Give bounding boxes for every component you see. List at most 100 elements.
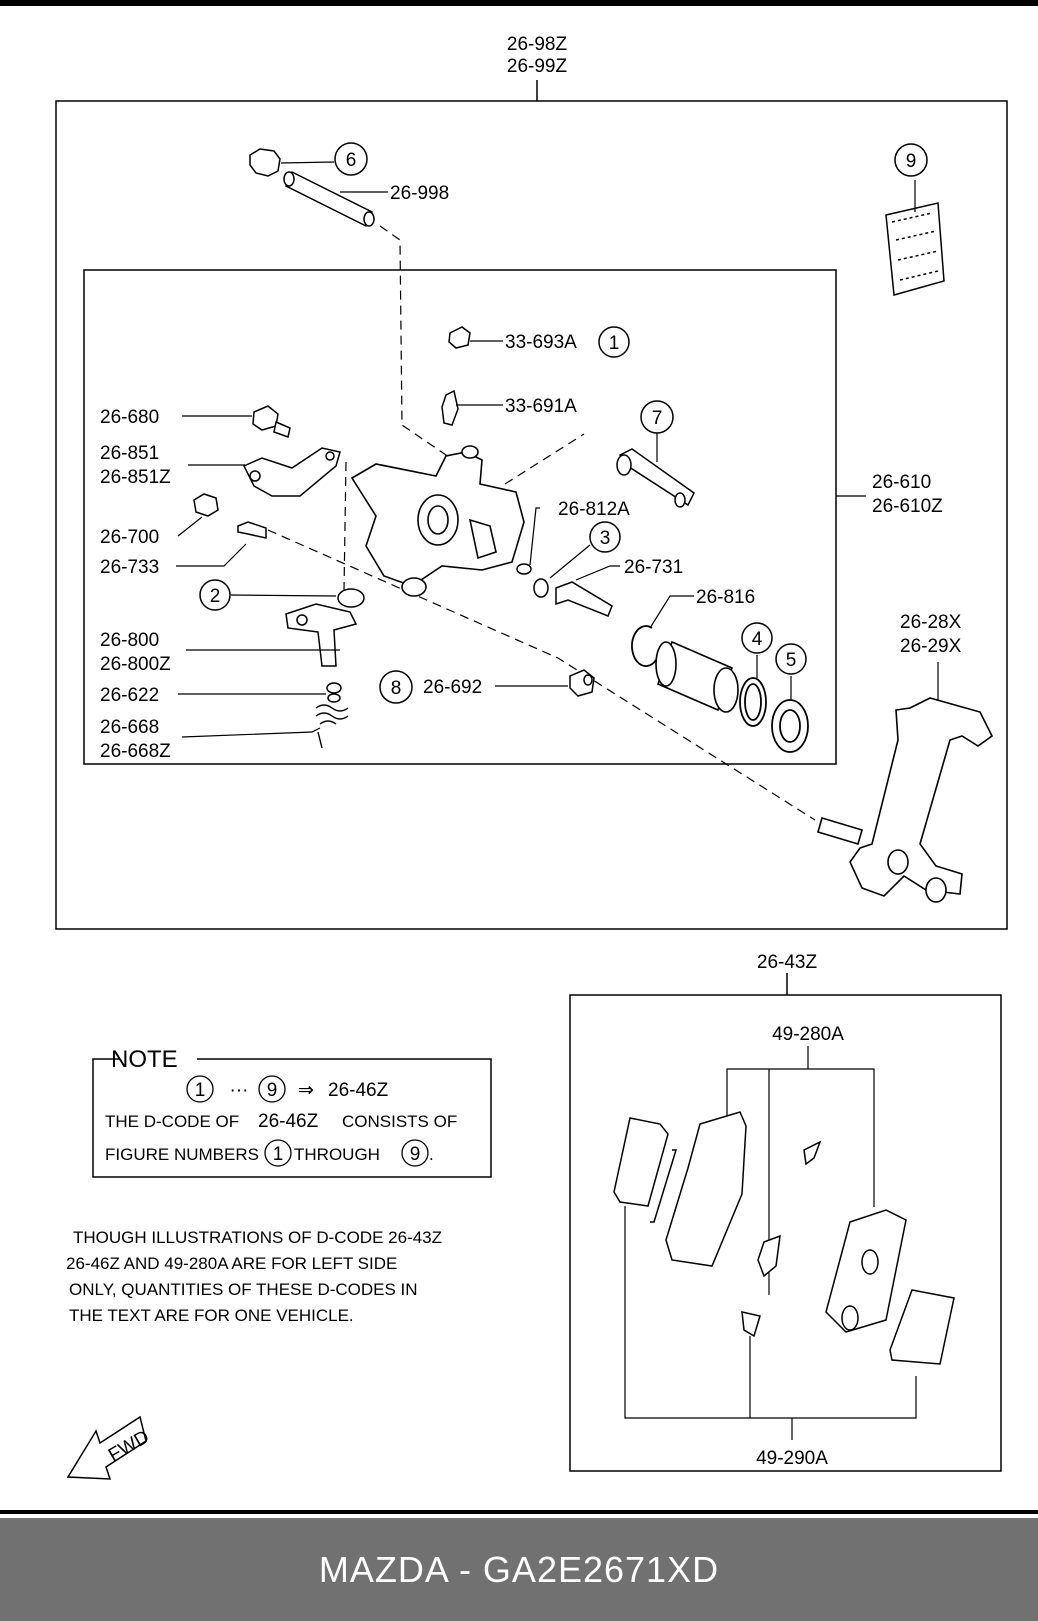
nut-26-700-part: [193, 493, 219, 517]
remark-line-2: 26-46Z AND 49-280A ARE FOR LEFT SIDE: [66, 1254, 397, 1273]
label-26-851z: 26-851Z: [100, 467, 171, 488]
label-26-29x: 26-29X: [900, 636, 962, 657]
note-target: 26-46Z: [328, 1080, 389, 1101]
bleeder-screw-part: [441, 389, 459, 426]
assembly-dash-lines: [267, 225, 816, 821]
callout-2: 2: [199, 579, 231, 611]
label-26-622: 26-622: [100, 685, 159, 706]
clip-upper: [757, 1234, 781, 1278]
spring-26-668-part: [315, 704, 349, 749]
piston-part: [655, 640, 739, 713]
svg-text:7: 7: [652, 408, 663, 429]
label-26-680: 26-680: [100, 407, 159, 428]
label-26-733: 26-733: [100, 557, 159, 578]
assembly-box: [55, 100, 1008, 930]
slide-pin-lower: [616, 448, 695, 508]
note-line1-b: CONSISTS OF: [342, 1112, 457, 1131]
slide-pin-upper: [249, 148, 375, 228]
label-26-816: 26-816: [696, 587, 755, 608]
remark-line-3: ONLY, QUANTITIES OF THESE D-CODES IN: [69, 1280, 418, 1299]
label-26-99z: 26-99Z: [507, 56, 568, 77]
svg-text:8: 8: [391, 678, 402, 699]
footer-bar: MAZDA - GA2E2671XD: [0, 1518, 1038, 1621]
label-26-700: 26-700: [100, 527, 159, 548]
note-box: NOTE 1 ··· 9 ⇒ 26-46Z THE D-CODE OF 26-4…: [92, 1046, 492, 1178]
callout-9: 9: [894, 143, 928, 177]
boot-26-812a-part: [516, 563, 532, 575]
label-26-800: 26-800: [100, 630, 159, 651]
label-26-731: 26-731: [624, 557, 683, 578]
svg-text:2: 2: [210, 586, 221, 607]
label-26-668: 26-668: [100, 717, 159, 738]
bottom-rule: [0, 1510, 1038, 1514]
label-26-28x: 26-28X: [900, 612, 962, 633]
clip-top: [803, 1140, 822, 1166]
note-range-end: 9: [267, 1080, 278, 1101]
pad-kit-box: [569, 994, 1002, 1472]
remark-line-1: THOUGH ILLUSTRATIONS OF D-CODE 26-43Z: [73, 1228, 442, 1247]
label-26-812a: 26-812A: [558, 499, 630, 520]
leader-49-290a: [624, 1206, 917, 1440]
label-26-998: 26-998: [390, 183, 449, 204]
label-49-280a: 49-280A: [772, 1024, 844, 1045]
pad-set-drawing: [613, 1111, 955, 1365]
seal-part-4: [739, 677, 767, 727]
note-arrow: ⇒: [298, 1080, 314, 1101]
footer-part-number: MAZDA - GA2E2671XD: [318, 1548, 720, 1590]
callout-circles: 1 2 3 4 5 6 7 8 9: [199, 142, 928, 704]
note-line2-end: .: [429, 1145, 434, 1164]
clip-lower: [741, 1311, 761, 1338]
label-33-691a: 33-691A: [505, 396, 577, 417]
callout-8: 8: [379, 670, 413, 704]
bolt-26-680-part: [252, 405, 291, 438]
remark-line-4: THE TEXT ARE FOR ONE VEHICLE.: [69, 1306, 354, 1325]
bushing-26-692-part: [569, 669, 595, 697]
label-26-43z: 26-43Z: [757, 952, 818, 973]
label-49-290a: 49-290A: [756, 1448, 828, 1469]
outer-shim-right: [889, 1289, 955, 1365]
adjuster-26-731-part: [555, 581, 613, 617]
top-rule: [0, 0, 1038, 6]
callout-1: 1: [598, 326, 630, 358]
label-26-851: 26-851: [100, 443, 159, 464]
note-ellipsis: ···: [230, 1080, 249, 1101]
dust-seal-part-2: [337, 588, 365, 608]
caliper-bracket-part: [817, 697, 994, 903]
label-26-610: 26-610: [872, 472, 931, 493]
callout-3: 3: [589, 521, 621, 553]
callout-7: 7: [640, 400, 674, 434]
callout-5: 5: [775, 643, 807, 675]
label-26-610z: 26-610Z: [872, 496, 943, 517]
seal-26-622-part: [326, 682, 342, 703]
callout-6: 6: [334, 142, 368, 176]
note-title: NOTE: [111, 1046, 178, 1073]
note-line2-to: 9: [410, 1144, 421, 1165]
svg-text:1: 1: [609, 333, 620, 354]
caliper-body: [350, 445, 525, 597]
note-range-start: 1: [195, 1080, 206, 1101]
label-26-98z: 26-98Z: [507, 34, 568, 55]
bolt-26-733-part: [237, 521, 267, 539]
pad-left: [665, 1111, 747, 1267]
caliper-box: [83, 269, 837, 765]
note-line1-code: 26-46Z: [258, 1111, 319, 1132]
outer-shim-left: [613, 1117, 669, 1207]
note-line2-from: 1: [273, 1144, 284, 1165]
ring-part-3: [533, 578, 549, 598]
snap-ring-26-816-part: [631, 625, 657, 667]
svg-text:3: 3: [600, 528, 611, 549]
lever-26-800-part: [285, 603, 358, 667]
label-26-668z: 26-668Z: [100, 741, 171, 762]
pad-shim-part: [885, 202, 945, 296]
svg-text:6: 6: [346, 150, 357, 171]
remark-text: THOUGH ILLUSTRATIONS OF D-CODE 26-43Z 26…: [66, 1228, 442, 1325]
fwd-arrow-icon: FWD: [66, 1415, 153, 1480]
bracket-26-851-part: [242, 447, 341, 497]
note-line2-a: FIGURE NUMBERS: [105, 1145, 259, 1164]
svg-text:4: 4: [752, 629, 763, 650]
label-26-692: 26-692: [423, 677, 482, 698]
label-33-693a: 33-693A: [505, 332, 577, 353]
bleeder-cap-part: [448, 326, 471, 349]
label-26-800z: 26-800Z: [100, 654, 171, 675]
